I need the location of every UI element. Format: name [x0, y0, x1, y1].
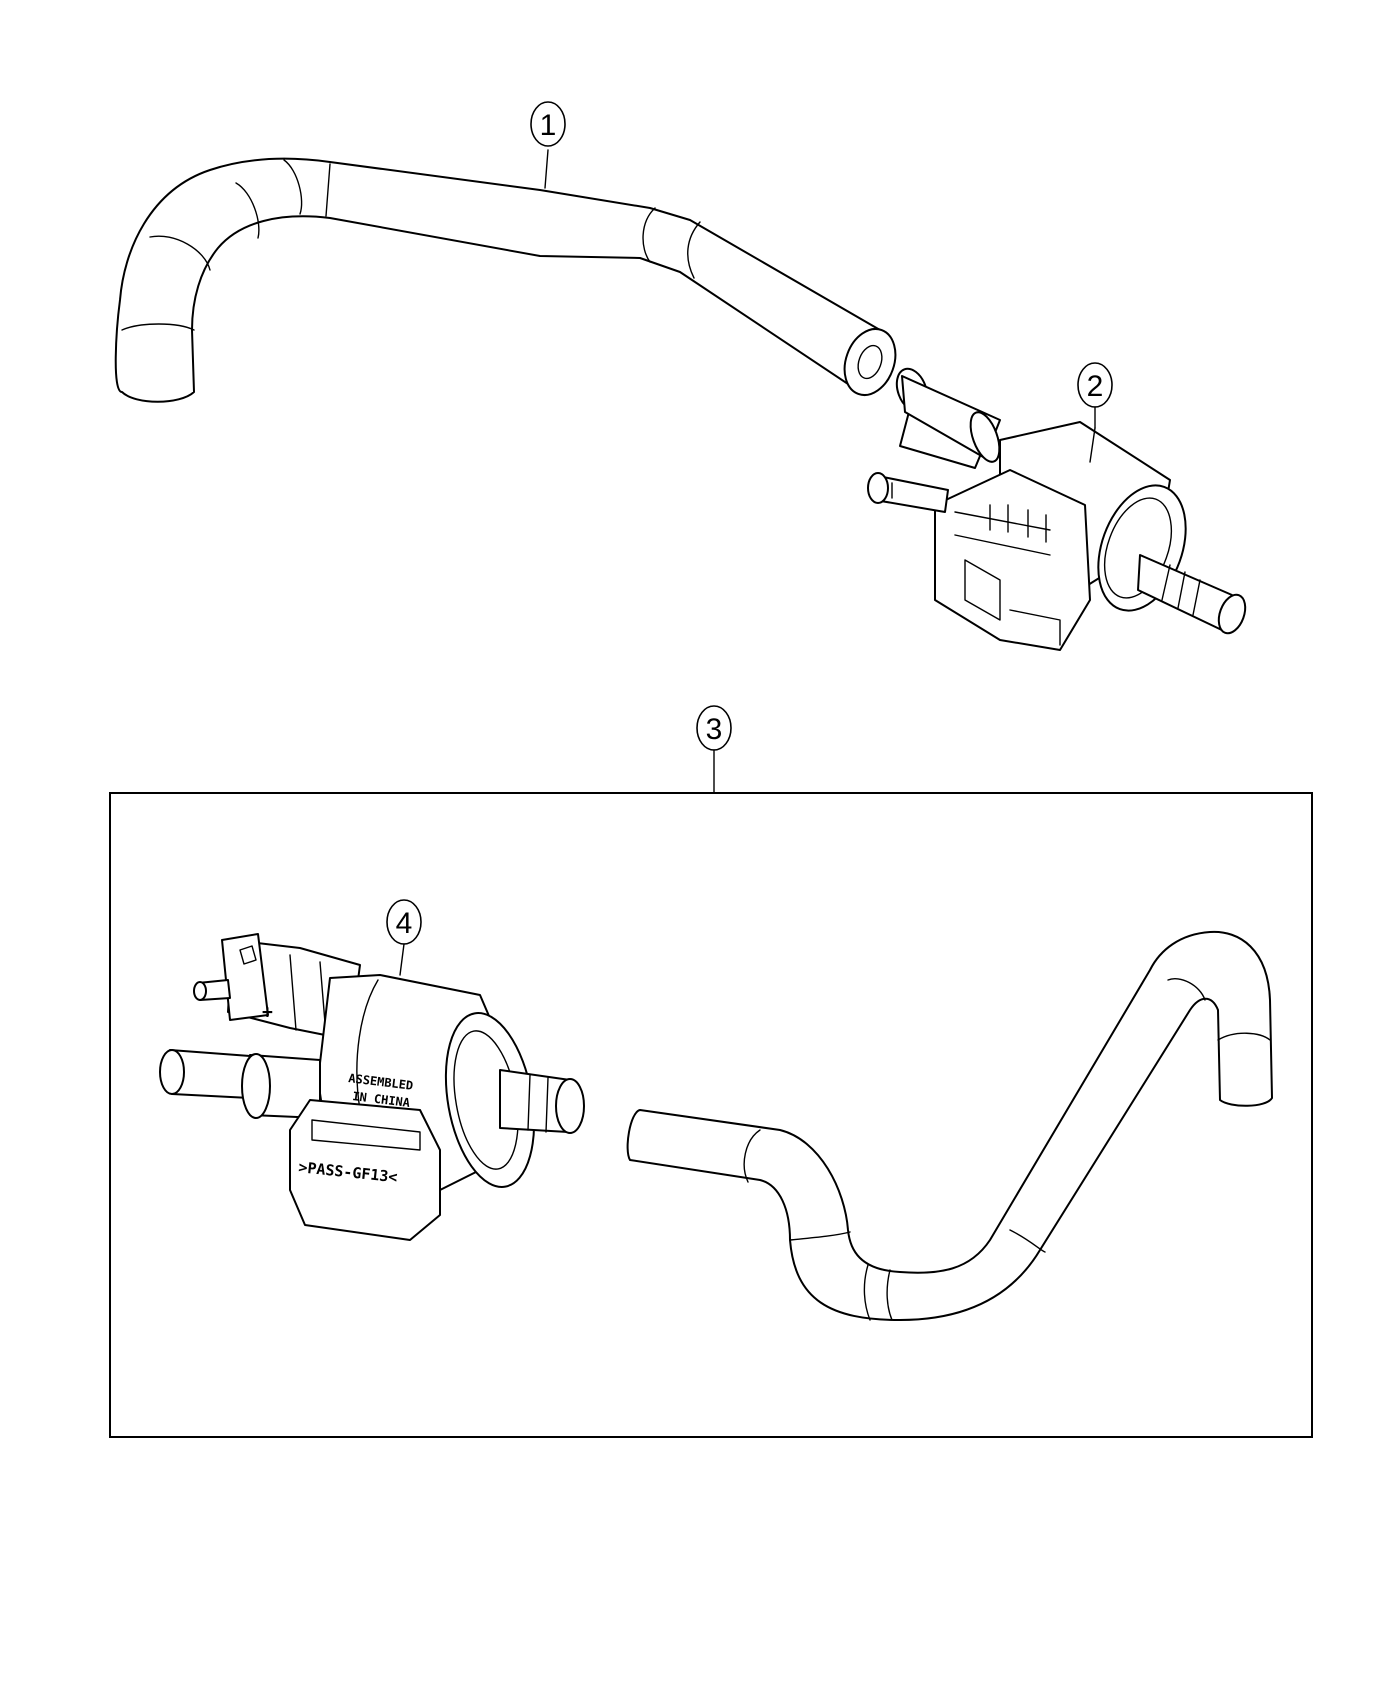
callout-3-label: 3	[706, 713, 723, 746]
callout-4-label: 4	[396, 907, 413, 940]
plus-sign-label: +	[262, 1002, 273, 1023]
callout-1: 1	[530, 101, 566, 189]
callout-4: 4	[386, 899, 422, 976]
callout-3: 3	[696, 705, 732, 794]
callout-1-label: 1	[540, 109, 557, 142]
purge-valve-part-4: + ASSEMBLED IN CHINA >PASS-GF13<	[159, 933, 585, 1241]
vapor-hose-part-1	[114, 157, 897, 403]
callout-2-label: 2	[1087, 370, 1104, 403]
vapor-hose-in-kit	[626, 930, 1273, 1321]
callout-2: 2	[1077, 362, 1113, 463]
kit-box-part-3	[109, 792, 1313, 1438]
purge-valve-part-2	[867, 367, 1247, 651]
